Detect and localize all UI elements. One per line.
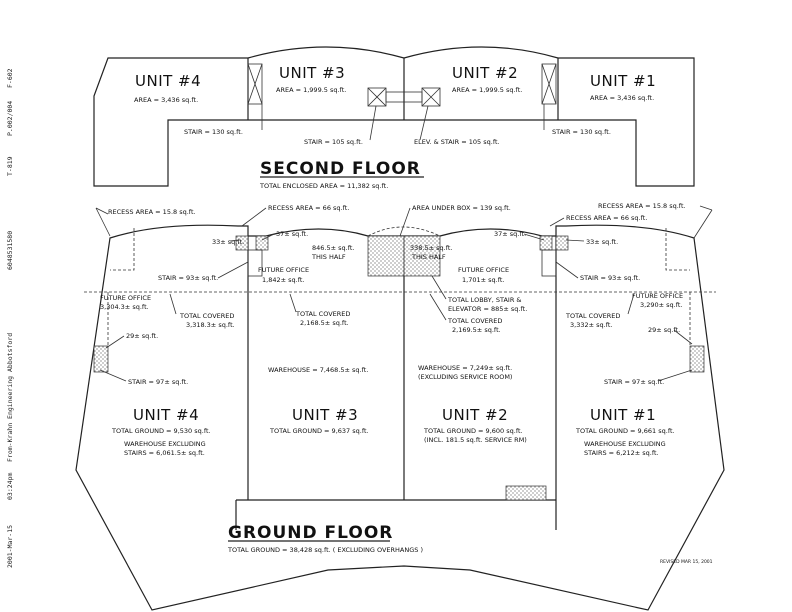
gf-33-left: 33± sq.ft. — [212, 238, 244, 246]
gf-recess-right: RECESS AREA = 15.8 sq.ft. — [598, 202, 686, 210]
gf-fo-left-1: FUTURE OFFICE — [100, 294, 151, 302]
gf-half-right-2: THIS HALF — [411, 253, 446, 261]
gf-lobby-1: TOTAL LOBBY, STAIR & — [447, 296, 521, 304]
fax-time: 03:24pm — [6, 473, 14, 500]
stair-block-left — [93, 345, 109, 373]
sf-unit1-name: UNIT #1 — [590, 72, 656, 90]
fax-page: P.002/004 — [6, 101, 14, 136]
gf-tc1-2: 3,332± sq.ft. — [570, 321, 613, 329]
gf-unit3-name: UNIT #3 — [292, 406, 358, 424]
stair-block-right — [689, 345, 705, 373]
gf-half-right-1: 338.5± sq.ft. — [410, 244, 453, 252]
gf-fo-right-mid-2: 1,701± sq.ft. — [462, 276, 505, 284]
gf-stair97-left: STAIR = 97± sq.ft. — [128, 378, 188, 386]
sf-unit1-area: AREA = 3,436 sq.ft. — [590, 94, 654, 102]
gf-unit4-total: TOTAL GROUND = 9,530 sq.ft. — [111, 427, 211, 435]
sf-elev-stair: ELEV. & STAIR = 105 sq.ft. — [414, 138, 500, 146]
fax-id: T-819 — [6, 156, 14, 176]
gf-wh2-1: WAREHOUSE = 7,249± sq.ft. — [418, 364, 512, 372]
second-floor-outline — [93, 46, 695, 187]
ground-floor-stairs-top — [235, 235, 569, 277]
service-room — [505, 485, 547, 501]
sf-unit3-area: AREA = 1,999.5 sq.ft. — [276, 86, 346, 94]
gf-recess-mid-right: RECESS AREA = 66 sq.ft. — [566, 214, 647, 222]
gf-fo-left-mid-1: FUTURE OFFICE — [258, 266, 309, 274]
ground-floor-plan: RECESS AREA = 15.8 sq.ft. RECESS AREA = … — [75, 202, 725, 611]
fax-code: F-602 — [6, 68, 14, 88]
gf-tc2-1: TOTAL COVERED — [447, 317, 502, 325]
sf-unit4-area: AREA = 3,436 sq.ft. — [134, 96, 198, 104]
gf-29-right: 29± sq.ft. — [648, 326, 680, 334]
gf-tc1-1: TOTAL COVERED — [565, 312, 620, 320]
gf-fo-right-2: 3,290± sq.ft. — [640, 301, 683, 309]
gf-tc4-1: TOTAL COVERED — [179, 312, 234, 320]
gf-tc2-2: 2,169.5± sq.ft. — [452, 326, 501, 334]
gf-unit2-extra1: (INCL. 181.5 sq.ft. SERVICE RM) — [424, 436, 527, 444]
gf-recess-left: RECESS AREA = 15.8 sq.ft. — [108, 208, 196, 216]
sf-unit4-name: UNIT #4 — [135, 72, 201, 90]
gf-tc3-1: TOTAL COVERED — [295, 310, 350, 318]
gf-fo-right-mid-1: FUTURE OFFICE — [458, 266, 509, 274]
gf-stair97-right: STAIR = 97± sq.ft. — [604, 378, 664, 386]
gf-29-left: 29± sq.ft. — [126, 332, 158, 340]
fax-date: 2001-Mar-15 — [6, 525, 14, 568]
gf-unit2-name: UNIT #2 — [442, 406, 508, 424]
sf-unit3-name: UNIT #3 — [279, 64, 345, 82]
sf-stair-mid: STAIR = 105 sq.ft. — [304, 138, 363, 146]
fax-header-strip: 2001-Mar-15 03:24pm From-Krahn Engineeri… — [6, 68, 14, 568]
sf-unit2-area: AREA = 1,999.5 sq.ft. — [452, 86, 522, 94]
gf-unit4-name: UNIT #4 — [133, 406, 199, 424]
gf-wh2-2: (EXCLUDING SERVICE ROOM) — [418, 373, 512, 381]
gf-lobby-2: ELEVATOR = 885± sq.ft. — [448, 305, 527, 313]
gf-unit3-total: TOTAL GROUND = 9,637 sq.ft. — [269, 427, 369, 435]
sf-unit2-name: UNIT #2 — [452, 64, 518, 82]
gf-half-left-2: THIS HALF — [311, 253, 346, 261]
second-floor-stairs — [247, 63, 557, 107]
second-floor-total: TOTAL ENCLOSED AREA = 11,382 sq.ft. — [259, 182, 388, 190]
gf-recess-mid-left: RECESS AREA = 66 sq.ft. — [268, 204, 349, 212]
ground-floor-total: TOTAL GROUND = 38,428 sq.ft. ( EXCLUDING… — [227, 546, 423, 554]
second-floor-plan: UNIT #4 AREA = 3,436 sq.ft. UNIT #3 AREA… — [93, 46, 695, 190]
gf-tc3-2: 2,168.5± sq.ft. — [300, 319, 349, 327]
gf-wh3: WAREHOUSE = 7,468.5± sq.ft. — [268, 366, 368, 374]
gf-fo-right-1: FUTURE OFFICE — [632, 292, 683, 300]
gf-unit4-extra2: STAIRS = 6,061.5± sq.ft. — [124, 449, 205, 457]
sf-stair-left: STAIR = 130 sq.ft. — [184, 128, 243, 136]
gf-unit1-total: TOTAL GROUND = 9,661 sq.ft. — [575, 427, 675, 435]
gf-unit1-extra2: STAIRS = 6,212± sq.ft. — [584, 449, 659, 457]
gf-unit4-extra1: WAREHOUSE EXCLUDING — [124, 440, 206, 448]
gf-tc4-2: 3,318.3± sq.ft. — [186, 321, 235, 329]
sf-stair-right: STAIR = 130 sq.ft. — [552, 128, 611, 136]
gf-stair93-left: STAIR = 93± sq.ft. — [158, 274, 218, 282]
ground-floor-outline — [75, 224, 725, 611]
gf-stair93-right: STAIR = 93± sq.ft. — [580, 274, 640, 282]
fax-number: 6048531580 — [6, 231, 14, 270]
gf-37-right: 37± sq.ft. — [494, 230, 526, 238]
gf-unit1-extra1: WAREHOUSE EXCLUDING — [584, 440, 666, 448]
gf-unit1-name: UNIT #1 — [590, 406, 656, 424]
ground-floor-title: GROUND FLOOR — [228, 523, 393, 543]
gf-fo-left-2: 3,304.3± sq.ft. — [100, 303, 149, 311]
gf-unit2-total: TOTAL GROUND = 9,600 sq.ft. — [423, 427, 523, 435]
second-floor-title: SECOND FLOOR — [260, 159, 421, 179]
gf-fo-left-mid-2: 1,842± sq.ft. — [262, 276, 305, 284]
gf-half-left-1: 846.5± sq.ft. — [312, 244, 355, 252]
gf-37-left: 37± sq.ft. — [276, 230, 308, 238]
fax-sender: From-Krahn Engineering Abbotsford — [6, 333, 14, 462]
gf-area-under-box: AREA UNDER BOX = 139 sq.ft. — [412, 204, 511, 212]
gf-33-right: 33± sq.ft. — [586, 238, 618, 246]
revision-note: REVISED MAR 15, 2001 — [660, 559, 713, 565]
